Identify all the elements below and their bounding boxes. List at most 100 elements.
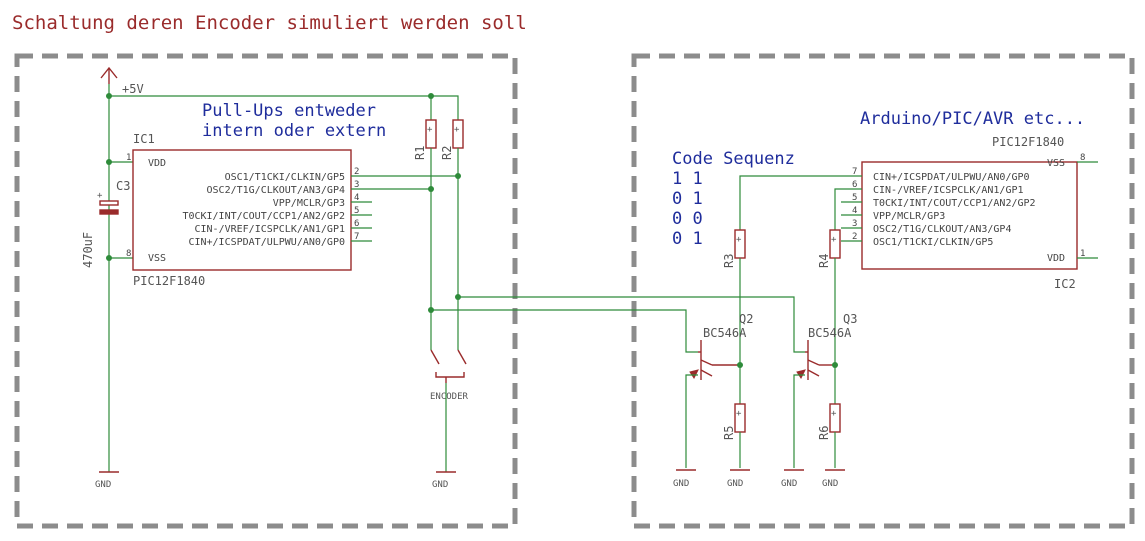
resistor-label: R4 xyxy=(817,254,831,268)
ic2-pin-label: VSS xyxy=(1047,158,1065,169)
resistor-label: R3 xyxy=(722,254,736,268)
ic1-name: IC1 xyxy=(133,132,155,146)
capacitor-value: 470uF xyxy=(81,232,95,268)
ic2-pin-number: 6 xyxy=(852,180,857,190)
ic1-pin-label: VPP/MCLR/GP3 xyxy=(273,198,345,209)
ic1-pin-number: 7 xyxy=(354,232,359,242)
ground-symbol xyxy=(436,383,456,473)
ic1-pin-number: 5 xyxy=(354,206,359,216)
gp1-wire xyxy=(834,188,841,230)
ic1-right-pins xyxy=(351,175,372,242)
pullup-note-line-1: Pull-Ups entweder xyxy=(202,101,376,121)
code-sequence-title: Code Sequenz xyxy=(672,149,795,169)
ic2-pin-number: 8 xyxy=(1080,153,1085,163)
gp0-wire xyxy=(739,175,841,230)
resistor-label: R6 xyxy=(817,426,831,440)
ic1-part: PIC12F1840 xyxy=(133,274,205,288)
ic1-pin-number: 1 xyxy=(126,153,131,163)
transistor-name: Q2 xyxy=(739,312,753,326)
ic2-pin-number: 3 xyxy=(852,219,857,229)
ground-label: GND xyxy=(673,479,689,489)
line-to-q3-base xyxy=(458,296,805,353)
svg-text:+: + xyxy=(427,125,433,135)
line-to-q2-base xyxy=(431,309,698,353)
ic2-name: IC2 xyxy=(1054,277,1076,291)
resistor-label: R2 xyxy=(440,146,454,160)
ground-symbol xyxy=(99,458,119,473)
code-sequence-row: 0 1 xyxy=(672,189,703,209)
svg-text:+: + xyxy=(454,125,460,135)
resistor-r1: + xyxy=(425,119,437,149)
resistor-r5: + xyxy=(734,403,746,433)
svg-text:+: + xyxy=(831,409,837,419)
ic2-pin-number: 1 xyxy=(1080,249,1085,259)
resistor-label: R1 xyxy=(413,146,427,160)
mcu-circuit-frame xyxy=(631,53,1135,529)
ic1-pin-number: 6 xyxy=(354,219,359,229)
ic1-pin-label: VSS xyxy=(148,253,166,264)
ic2-pin-label: VPP/MCLR/GP3 xyxy=(873,211,945,222)
svg-text:+: + xyxy=(97,191,103,201)
capacitor-c3: + xyxy=(97,191,119,215)
schematic-title: Schaltung deren Encoder simuliert werden… xyxy=(12,12,527,34)
code-sequence-row: 0 0 xyxy=(672,209,703,229)
ic1-body xyxy=(132,149,352,271)
ic2-pin-number: 4 xyxy=(852,206,857,216)
ground-label: GND xyxy=(95,480,111,490)
svg-text:+: + xyxy=(831,235,837,245)
ic1-pin-label: OSC1/T1CKI/CLKIN/GP5 xyxy=(225,172,345,183)
ic2-pin-label: OSC2/T1G/CLKOUT/AN3/GP4 xyxy=(873,224,1011,235)
resistor-r3: + xyxy=(734,229,746,259)
ic2-part: PIC12F1840 xyxy=(992,135,1064,149)
transistor-part: BC546A xyxy=(808,326,852,340)
ground-label: GND xyxy=(727,479,743,489)
ic2-pin-label: OSC1/T1CKI/CLKIN/GP5 xyxy=(873,237,993,248)
encoder-switch xyxy=(430,349,467,383)
ic1-pin-number: 3 xyxy=(354,180,359,190)
resistor-r4: + xyxy=(829,229,841,259)
ic1-pin-label: T0CKI/INT/COUT/CCP1/AN2/GP2 xyxy=(182,211,345,222)
ic2-pin-label: T0CKI/INT/COUT/CCP1/AN2/GP2 xyxy=(873,198,1036,209)
ground-label: GND xyxy=(822,479,838,489)
ic2-pin-label: CIN-/VREF/ICSPCLK/AN1/GP1 xyxy=(873,185,1024,196)
resistor-label: R5 xyxy=(722,426,736,440)
ic1-pin-number: 4 xyxy=(354,193,359,203)
ic2-pin-label: CIN+/ICSPDAT/ULPWU/AN0/GP0 xyxy=(873,172,1030,183)
ic1-pin-label: CIN+/ICSPDAT/ULPWU/AN0/GP0 xyxy=(188,237,345,248)
resistor-r2: + xyxy=(452,119,464,149)
ic2-pin-number: 2 xyxy=(852,232,857,242)
svg-text:+: + xyxy=(736,235,742,245)
code-sequence-row: 0 1 xyxy=(672,229,703,249)
capacitor-name: C3 xyxy=(116,179,130,193)
ground-label: GND xyxy=(781,479,797,489)
resistor-r6: + xyxy=(829,403,841,433)
ground-label: GND xyxy=(432,480,448,490)
supply-label: +5V xyxy=(122,82,144,96)
supply-symbol xyxy=(100,66,118,84)
ic1-pin-number: 2 xyxy=(354,167,359,177)
svg-text:+: + xyxy=(736,409,742,419)
ic2-left-pins xyxy=(841,161,1098,259)
ic1-pin-number: 8 xyxy=(126,249,131,259)
ic1-pin-label: CIN-/VREF/ICSPCLK/AN1/GP1 xyxy=(194,224,345,235)
supply-rail xyxy=(108,84,459,120)
junction xyxy=(106,159,112,165)
junction xyxy=(106,255,112,261)
pullup-note-line-2: intern oder extern xyxy=(202,121,386,141)
ic2-pin-label: VDD xyxy=(1047,253,1065,264)
ic2-pin-number: 7 xyxy=(852,167,857,177)
encoder-label: ENCODER xyxy=(430,392,469,402)
ic2-pin-number: 5 xyxy=(852,193,857,203)
transistor-part: BC546A xyxy=(703,326,747,340)
transistor-q2 xyxy=(685,258,741,468)
mcu-note: Arduino/PIC/AVR etc... xyxy=(860,109,1085,129)
transistor-name: Q3 xyxy=(843,312,857,326)
encoder-circuit-frame xyxy=(14,53,518,529)
ic1-pin-label: VDD xyxy=(148,158,166,169)
code-sequence-row: 1 1 xyxy=(672,169,703,189)
ic1-pin-label: OSC2/T1G/CLKOUT/AN3/GP4 xyxy=(207,185,345,196)
junction xyxy=(428,93,434,99)
junction xyxy=(106,93,112,99)
transistor-q3 xyxy=(793,258,836,468)
